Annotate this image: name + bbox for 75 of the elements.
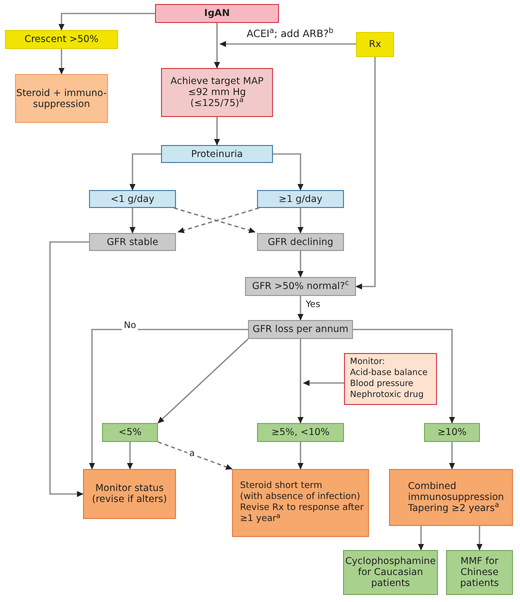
arrow xyxy=(130,153,161,190)
arrow xyxy=(220,41,356,47)
process-box xyxy=(155,4,279,23)
arrow xyxy=(214,23,220,68)
node-text: Achieve target MAP ≤92 mm Hg (≤125/75)$^{a}$ xyxy=(170,76,264,109)
node-text: GFR declining xyxy=(268,236,334,248)
arrow xyxy=(353,328,455,424)
node-text: Monitor: xyxy=(350,357,386,368)
node-text: <1 g/day xyxy=(110,194,154,204)
note-box xyxy=(344,353,437,405)
arrow xyxy=(158,338,248,424)
node-text: Rx xyxy=(368,39,382,50)
node-text: ≥5%, <10% xyxy=(271,427,330,438)
node-text: Crescent >50% xyxy=(24,34,99,45)
condition-box xyxy=(424,423,480,442)
process-box xyxy=(343,550,438,595)
condition-box xyxy=(257,423,344,442)
node-text: Steroid + immuno-suppression xyxy=(16,88,107,110)
node-text: (with absence of infection) xyxy=(240,492,360,503)
arrow xyxy=(298,296,304,320)
arrow xyxy=(303,380,344,386)
arrow xyxy=(298,208,304,234)
node-text: Tapering ≥2 years$^{a}$ xyxy=(408,503,500,514)
node-text: Combined immunosuppression xyxy=(408,481,505,503)
node-text: GFR stable xyxy=(106,236,158,248)
edge-label: Yes xyxy=(304,301,322,310)
process-box xyxy=(83,469,176,519)
node-text: ≥10% xyxy=(437,427,467,438)
node-text: <5% xyxy=(118,427,142,438)
edge-label: No xyxy=(122,322,138,331)
node-text: ≥1 g/day xyxy=(278,194,322,204)
arrow xyxy=(418,526,424,550)
arrow xyxy=(130,208,136,234)
process-box xyxy=(356,32,394,57)
arrow xyxy=(127,442,133,470)
process-box xyxy=(15,74,108,123)
arrow xyxy=(214,117,220,146)
arrow xyxy=(58,49,64,74)
arrow xyxy=(298,339,304,424)
arrow xyxy=(58,12,155,30)
process-box xyxy=(446,550,513,595)
node-text: IgAN xyxy=(204,8,230,19)
arrow xyxy=(158,441,232,470)
process-box xyxy=(5,30,118,49)
arrow xyxy=(298,442,304,470)
node-text: Proteinuria xyxy=(191,148,243,160)
arrow xyxy=(89,328,248,470)
process-box xyxy=(248,320,353,339)
edge-label: a xyxy=(187,450,197,459)
process-box xyxy=(89,233,176,251)
arrow xyxy=(449,442,455,470)
arrow xyxy=(49,241,89,497)
node-text: GFR loss per annum xyxy=(252,324,348,335)
node-text: Revise Rx to response after ≥1 year$^{a}$ xyxy=(240,503,365,525)
process-box xyxy=(257,190,344,208)
node-text: Nephrotoxic drug xyxy=(350,390,424,401)
process-box xyxy=(389,469,513,526)
arrow xyxy=(356,57,376,290)
node-text: Acid-base balance xyxy=(350,368,428,379)
arrow xyxy=(476,526,482,550)
process-box xyxy=(89,190,176,208)
process-box xyxy=(257,233,344,251)
node-text: GFR >50% normal?$^{c}$ xyxy=(252,281,349,292)
process-box xyxy=(161,145,273,163)
node-text: Blood pressure xyxy=(350,379,414,390)
arrow xyxy=(273,153,304,190)
process-box xyxy=(245,277,356,296)
process-box xyxy=(161,68,273,117)
node-text: Steroid short term xyxy=(240,481,322,492)
arrow xyxy=(298,251,304,278)
node-text: Cyclophosphamine for Caucasian patients xyxy=(344,556,437,589)
condition-box xyxy=(102,423,158,442)
process-box xyxy=(232,469,369,537)
node-text: MMF for Chinese patients xyxy=(459,556,500,589)
node-text: Monitor status (revise if alters) xyxy=(91,483,168,505)
